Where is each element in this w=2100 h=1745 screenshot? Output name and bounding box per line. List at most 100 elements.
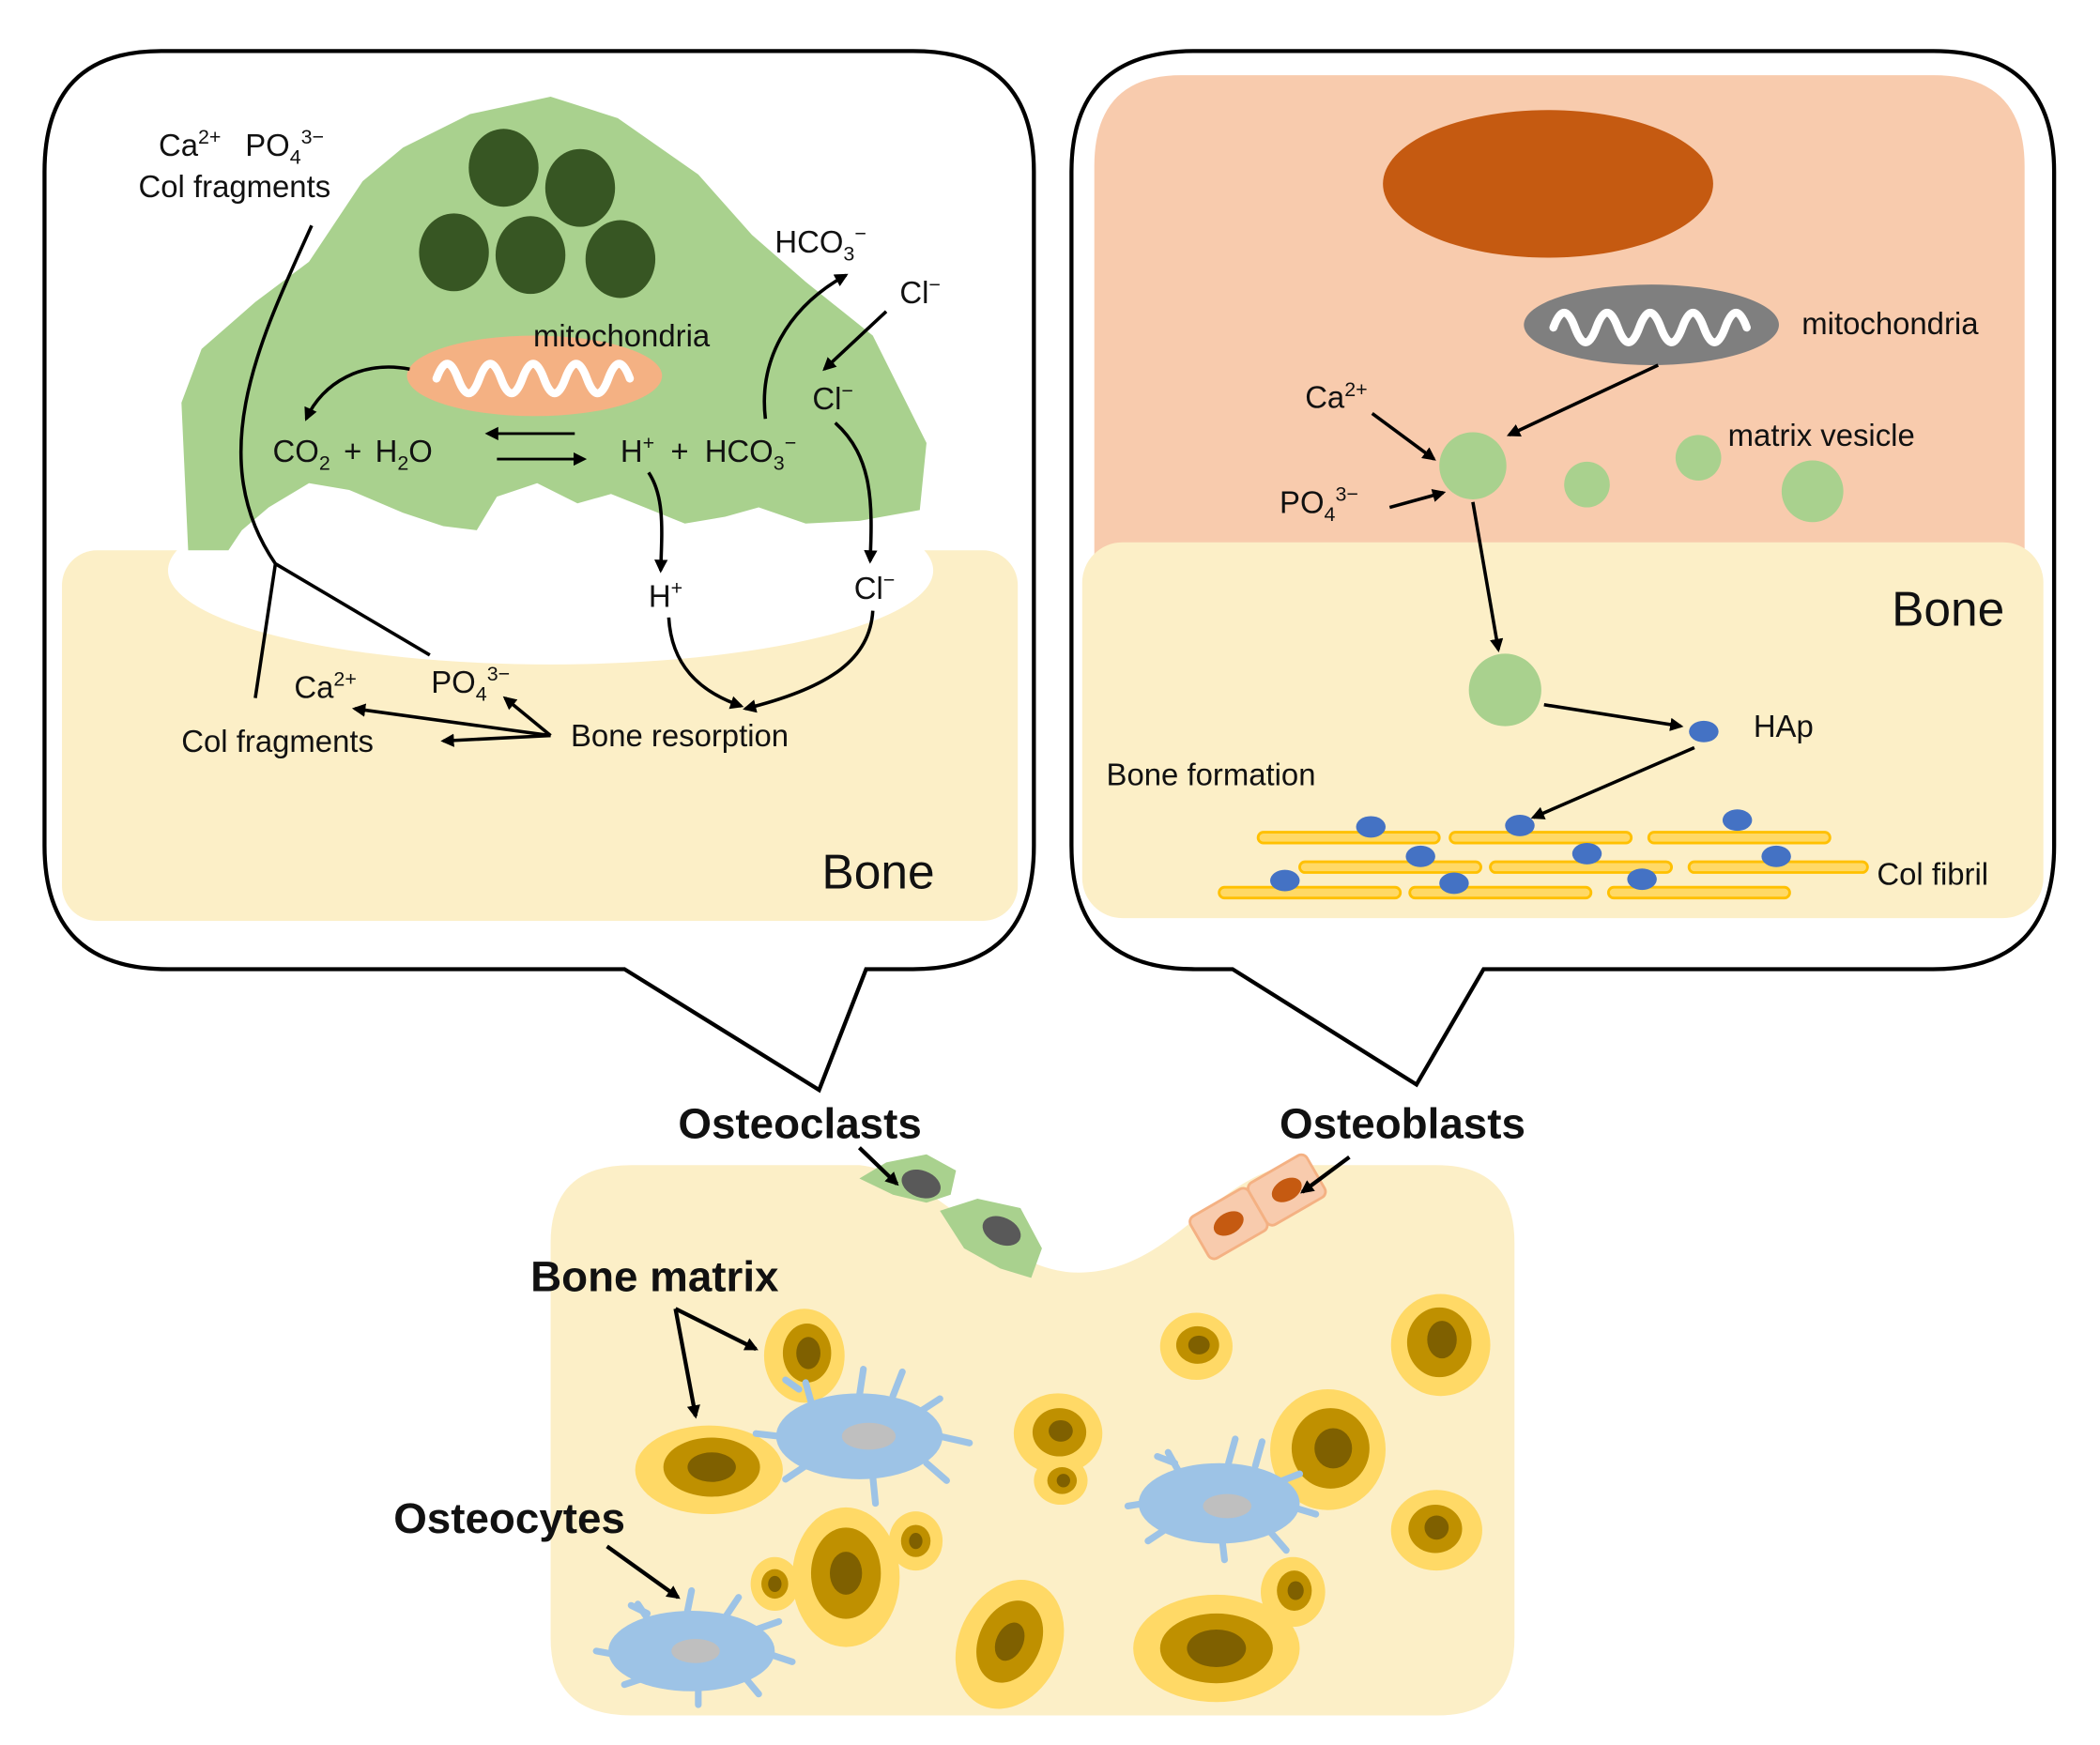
mitochondria-cristae	[432, 360, 635, 398]
lacuna-inner	[994, 1622, 1025, 1661]
lacuna-inner	[829, 1552, 863, 1595]
osteocyte-nucleus	[1203, 1493, 1251, 1519]
osteoblast-panel: mitochondria Ca2+ PO43− matrix vesicle B…	[1069, 49, 2057, 1088]
label-ca-bottom: Ca2+	[294, 668, 356, 705]
col-fibril	[1408, 885, 1593, 900]
arrow-po4-to-vesicle	[1388, 488, 1447, 510]
hap-crystal	[1405, 845, 1435, 867]
lacuna-inner	[687, 1452, 736, 1482]
label-mitochondria-right: mitochondria	[1801, 306, 1979, 341]
arrow-to-ca	[351, 703, 551, 738]
lacunae	[635, 1293, 1491, 1709]
label-osteocytes: Osteocytes	[393, 1494, 625, 1542]
arrow-cl-down	[834, 421, 878, 564]
hap-crystal	[1270, 869, 1300, 892]
label-hco3-top: HCO3−	[774, 222, 866, 265]
arrow-to-po4	[502, 696, 552, 738]
col-fibril	[1256, 831, 1441, 845]
arrow-mito-to-vesicle	[1506, 363, 1660, 436]
matrix-vesicle	[1675, 435, 1722, 481]
col-fibril	[1449, 831, 1633, 845]
osteoclast-panel: Ca2+ PO43− Col fragments mitochondria HCO…	[42, 49, 1036, 1094]
osteoblast-nucleus	[1383, 110, 1713, 258]
arrow-osteoblasts	[1300, 1155, 1351, 1194]
surface-osteoblast-nucleus	[1213, 1211, 1244, 1236]
arrow-h-to-resorption	[667, 617, 744, 710]
lacuna-inner	[1187, 1630, 1247, 1668]
hap-crystal	[1505, 815, 1535, 836]
label-cl-top: Cl−	[899, 273, 941, 310]
resorption-lacuna	[167, 476, 934, 665]
arrow-osteocytes	[605, 1544, 681, 1600]
nucleus	[495, 216, 566, 295]
surface-osteoclast-nucleus	[901, 1169, 941, 1199]
osteocyte	[1124, 1435, 1320, 1564]
surface-osteoclast-nucleus	[982, 1216, 1021, 1247]
osteoclast-cell	[181, 96, 927, 551]
lacuna-inner	[1424, 1515, 1449, 1540]
label-bone-left: Bone	[821, 845, 934, 899]
hap-crystal	[1689, 720, 1719, 742]
arrow-osteoclasts	[857, 1146, 899, 1186]
hap-crystal	[1571, 843, 1602, 865]
label-col-fragments-bottom: Col fragments	[181, 724, 374, 758]
arrow-h-down	[647, 471, 668, 574]
bone-tissue: Osteoclasts Osteoblasts Bone matrix Oste…	[393, 1100, 1525, 1716]
arrow-ca-to-vesicle	[1371, 412, 1436, 461]
osteocyte-process	[592, 1586, 796, 1708]
arrow-vesicle-to-hap	[1543, 702, 1684, 731]
lacuna-inner	[1056, 1474, 1070, 1488]
label-bone-resorption: Bone resorption	[571, 718, 789, 753]
label-bone-right: Bone	[1892, 581, 2004, 635]
arrow-vesicle-down	[1471, 501, 1504, 652]
label-po4-bottom: PO43−	[431, 663, 510, 705]
label-osteoblasts: Osteoblasts	[1280, 1100, 1525, 1148]
matrix-vesicle	[1468, 653, 1541, 727]
hap-crystal	[1356, 816, 1386, 838]
osteocyte-process	[1124, 1435, 1320, 1564]
lacuna-inner	[1188, 1335, 1210, 1355]
hap-crystals	[1270, 720, 1791, 895]
label-ca-right: Ca2+	[1305, 378, 1367, 415]
label-col-fibril: Col fibril	[1877, 856, 1988, 891]
matrix-vesicle	[1781, 460, 1844, 523]
osteoclast-nuclei	[419, 129, 656, 298]
osteocyte	[592, 1586, 796, 1708]
col-fibril	[1606, 885, 1791, 900]
label-po4-right: PO43−	[1280, 482, 1358, 525]
osteocyte-nucleus	[841, 1422, 897, 1450]
hap-crystal	[1722, 809, 1753, 832]
lacuna-inner	[1287, 1581, 1304, 1600]
label-cl-lower: Cl−	[854, 569, 896, 605]
matrix-vesicle	[1439, 432, 1507, 499]
matrix-vesicles	[1439, 432, 1844, 727]
osteocyte	[752, 1366, 973, 1508]
hap-crystal	[1761, 845, 1791, 867]
arrow-cl-to-resorption	[743, 610, 875, 713]
mitochondria-shape	[1524, 284, 1779, 365]
lacuna-inner	[1314, 1428, 1353, 1469]
nucleus	[419, 213, 489, 292]
label-cl-mid: Cl−	[812, 379, 853, 416]
hap-crystal	[1439, 872, 1469, 895]
col-fibril	[1647, 831, 1832, 845]
hap-crystal	[1627, 868, 1657, 891]
lacuna-inner	[768, 1575, 782, 1592]
lacuna-inner	[909, 1533, 923, 1550]
osteocyte-nucleus	[671, 1639, 720, 1663]
label-hap: HAp	[1754, 709, 1814, 743]
label-mitochondria-left: mitochondria	[533, 318, 711, 353]
col-fibril	[1298, 860, 1482, 874]
bone-region-right	[1081, 542, 2044, 919]
arrow-hap-to-fibril	[1530, 745, 1695, 819]
fragment-line	[238, 224, 431, 657]
surface-osteoblasts	[1188, 1153, 1327, 1261]
lacuna-inner	[1427, 1321, 1457, 1359]
lacuna-inner	[1049, 1419, 1073, 1442]
osteocyte-process	[752, 1366, 973, 1508]
matrix-vesicle	[1564, 461, 1610, 508]
nucleus	[544, 148, 616, 227]
arrow-bone-matrix-2	[674, 1307, 759, 1352]
nucleus	[585, 220, 656, 298]
